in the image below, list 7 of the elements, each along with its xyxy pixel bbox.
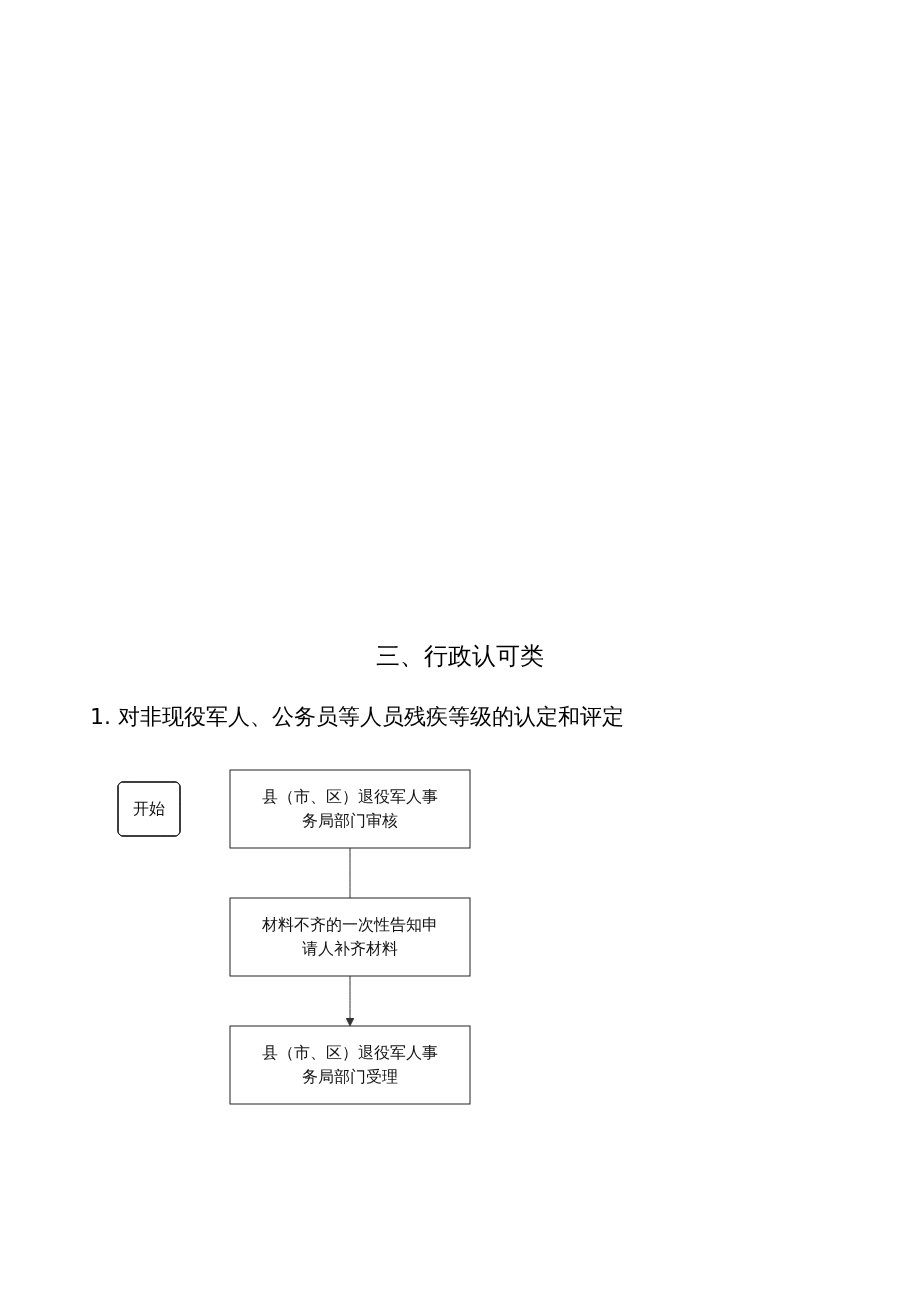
node-box: 县（市、区）退役军人事务局部门审核	[229, 769, 471, 849]
subheading: 1. 对非现役军人、公务员等人员残疾等级的认定和评定	[90, 703, 625, 731]
node-box: 县（市、区）退役军人事务局部门受理	[229, 1025, 471, 1105]
heading: 三、行政认可类	[375, 641, 545, 672]
connector	[349, 847, 351, 899]
node-box: 材料不齐的一次性告知申请人补齐材料	[229, 897, 471, 977]
arrow	[345, 975, 355, 1027]
